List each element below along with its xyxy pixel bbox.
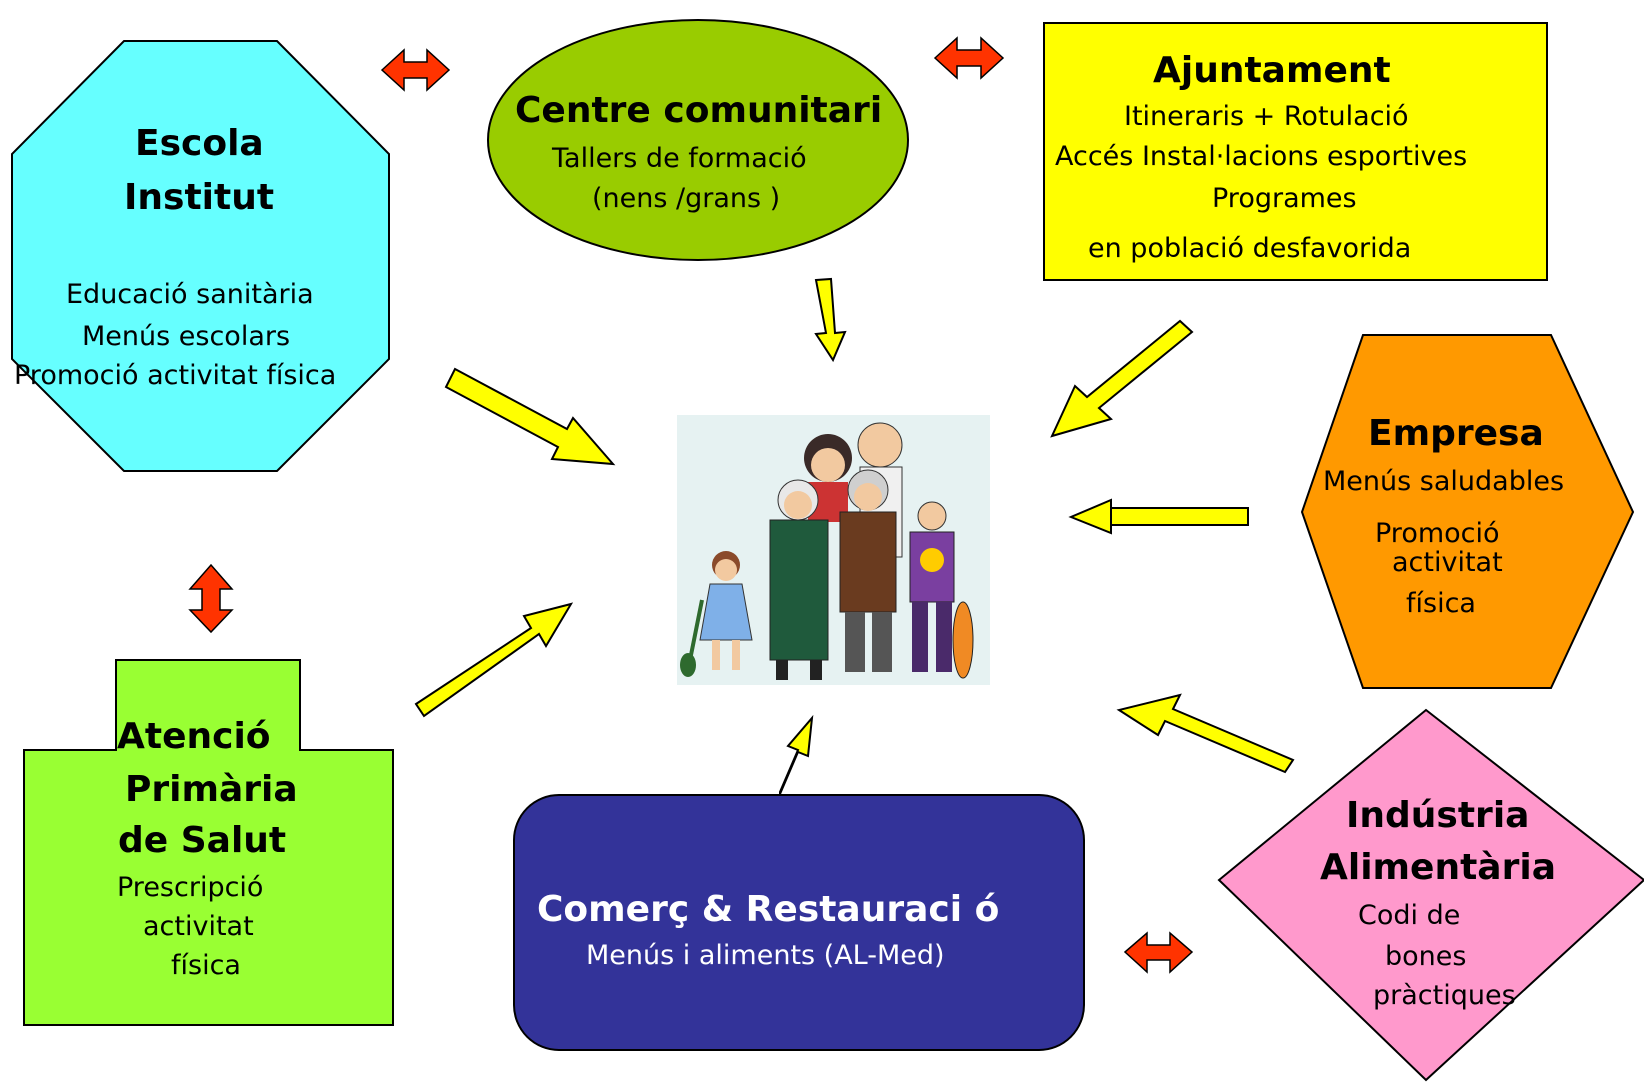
arrow-comerc-to-family (779, 714, 814, 795)
escola-title-1: Escola (135, 123, 264, 164)
industria-line-2: bones (1385, 941, 1467, 972)
ajuntament-line-3: Programes (1212, 183, 1357, 214)
empresa-line-3: activitat (1392, 547, 1503, 578)
industria-title-1: Indústria (1346, 795, 1530, 836)
atencio-line-2: activitat (143, 911, 254, 942)
empresa-title: Empresa (1368, 413, 1544, 454)
centre-line-1: Tallers de formació (552, 143, 807, 174)
atencio-shape (23, 659, 394, 1026)
escola-line-2: Menús escolars (82, 321, 291, 352)
comerc-title: Comerç & Restauraci ó (537, 889, 1000, 930)
atencio-line-1: Prescripció (117, 872, 264, 903)
atencio-line-3: física (171, 950, 241, 981)
double-arrow-escola-atencio (188, 563, 234, 634)
arrow-centre-to-family (814, 277, 847, 363)
ajuntament-line-2: Accés Instal·lacions esportives (1055, 141, 1468, 172)
escola-line-3: Promoció activitat física (14, 360, 337, 391)
arrow-empresa-to-family (1068, 498, 1249, 535)
double-arrow-comerc-industria (1123, 931, 1194, 974)
family-illustration (677, 415, 990, 685)
empresa-line-4: física (1406, 588, 1476, 619)
industria-shape (1217, 708, 1644, 1082)
centre-line-2: (nens /grans ) (592, 183, 781, 214)
arrow-ajuntament-to-family (1050, 319, 1194, 438)
ajuntament-title: Ajuntament (1153, 50, 1391, 91)
double-arrow-centre-ajuntament (933, 36, 1005, 80)
ajuntament-line-1: Itineraris + Rotulació (1124, 101, 1409, 132)
escola-title-2: Institut (124, 177, 275, 218)
comerc-shape (513, 794, 1085, 1051)
escola-shape (11, 40, 390, 472)
arrow-atencio-to-family (414, 602, 574, 718)
ajuntament-shape (1043, 22, 1548, 281)
arrow-industria-to-family (1116, 693, 1295, 774)
empresa-shape (1300, 334, 1635, 689)
arrow-escola-to-family (444, 367, 616, 466)
double-arrow-escola-centre (380, 48, 451, 92)
empresa-line-2: Promoció (1375, 518, 1500, 549)
industria-line-3: pràctiques (1373, 980, 1516, 1011)
ajuntament-line-4: en població desfavorida (1088, 233, 1412, 264)
atencio-title-2: Primària (125, 769, 298, 810)
industria-title-2: Alimentària (1320, 847, 1556, 888)
industria-line-1: Codi de (1358, 900, 1461, 931)
centre-shape (487, 19, 909, 261)
atencio-title-1: Atenció (117, 716, 271, 757)
atencio-title-3: de Salut (118, 820, 287, 861)
empresa-line-1: Menús saludables (1323, 466, 1565, 497)
escola-line-1: Educació sanitària (66, 279, 314, 310)
comerc-line-1: Menús i aliments (AL-Med) (586, 940, 945, 971)
centre-title: Centre comunitari (515, 90, 883, 131)
